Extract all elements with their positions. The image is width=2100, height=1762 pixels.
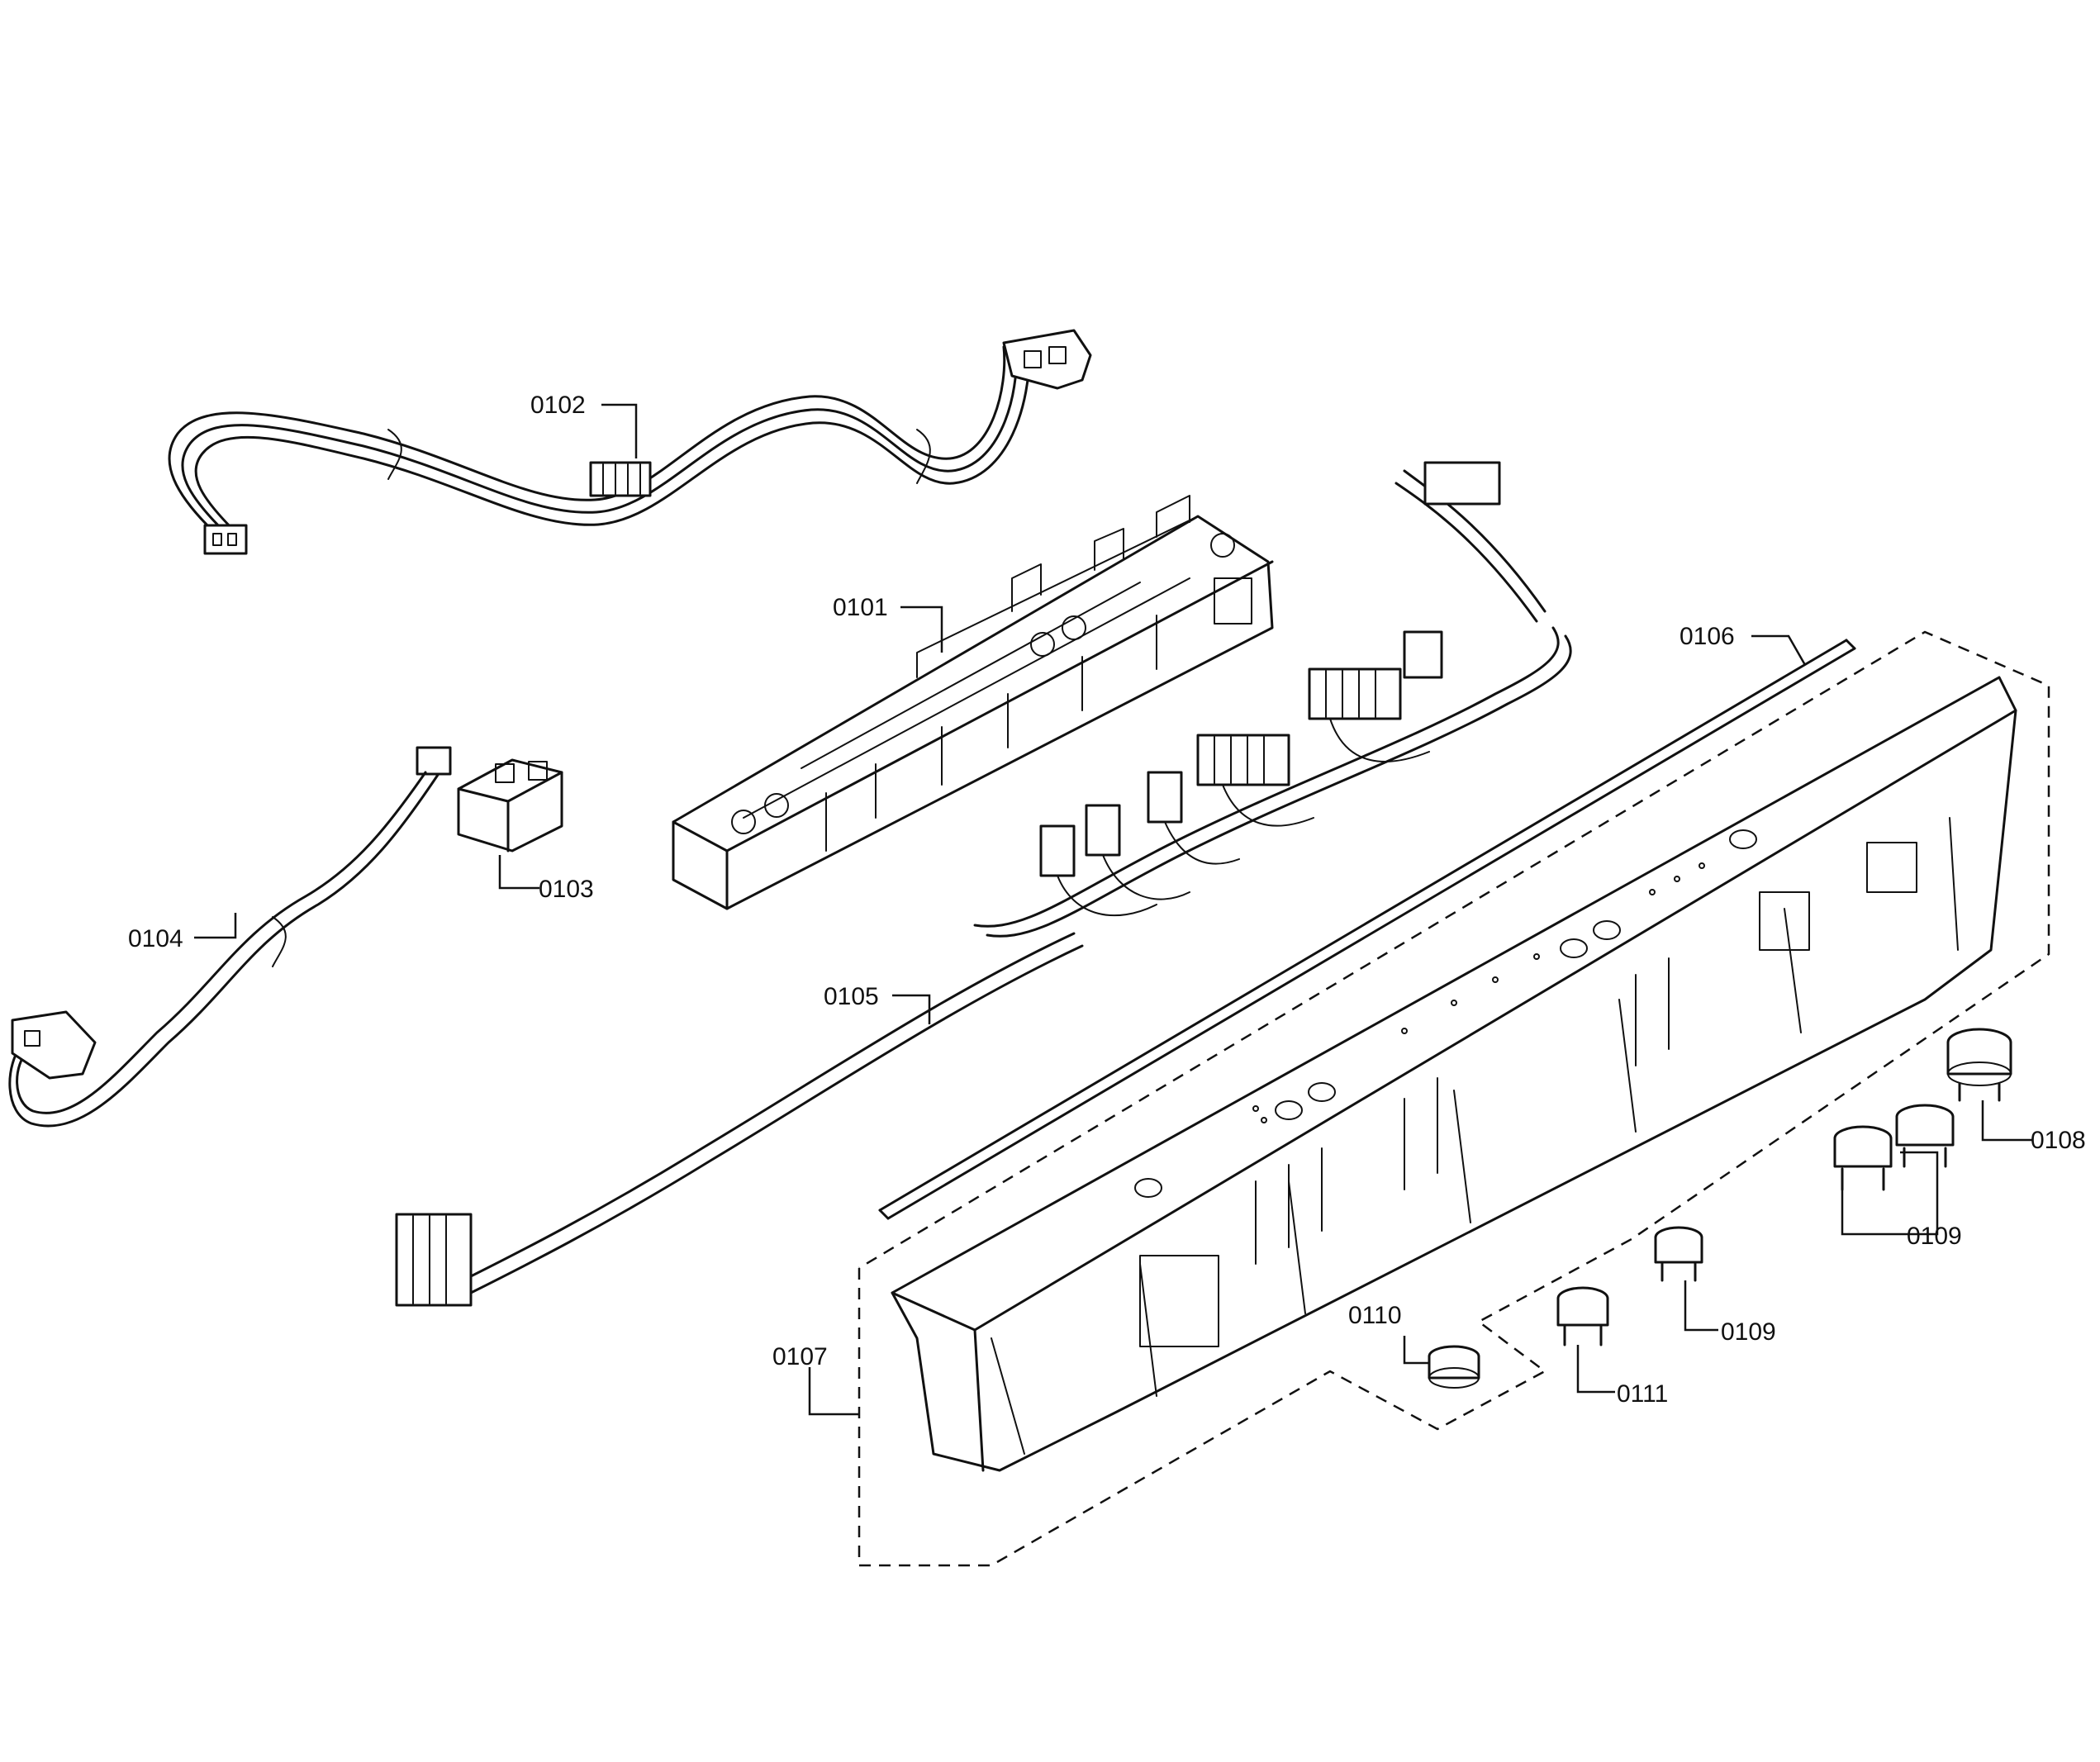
- callout-0102: 0102: [530, 392, 586, 419]
- callout-0105: 0105: [824, 983, 879, 1010]
- callout-0111: 0111: [1617, 1380, 1668, 1408]
- wire-harness-0102: [168, 329, 1092, 555]
- callout-0110: 0110: [1348, 1302, 1402, 1329]
- kit-outline-0107: [858, 630, 2050, 1567]
- callout-0104: 0104: [128, 925, 183, 952]
- callout-0107: 0107: [772, 1343, 828, 1370]
- button-0108: [1946, 1028, 2012, 1102]
- callout-0109-single: 0109: [1721, 1318, 1776, 1346]
- leader-lines: [194, 403, 2032, 1416]
- callout-0108: 0108: [2031, 1127, 2086, 1154]
- button-0109-pair: [1833, 1104, 1955, 1191]
- callout-0109-pair: 0109: [1907, 1223, 1962, 1250]
- callout-0103: 0103: [539, 876, 594, 903]
- seal-strip-0106: [878, 639, 1856, 1220]
- wiring-harness-0105: [395, 461, 1572, 1307]
- button-0111: [1556, 1286, 1609, 1346]
- callout-0101: 0101: [833, 594, 888, 621]
- button-0110: [1428, 1345, 1480, 1389]
- control-panel-0107: [891, 676, 2017, 1472]
- switch-0103: [416, 746, 563, 853]
- callout-0106: 0106: [1680, 623, 1735, 650]
- button-0109-single: [1654, 1226, 1703, 1282]
- control-module-0101: [672, 495, 1274, 910]
- wire-cable-0104: [8, 771, 439, 1128]
- callout-labels: 0102 0101 0103 0104 0105 0106 0107 0108 …: [128, 392, 2086, 1408]
